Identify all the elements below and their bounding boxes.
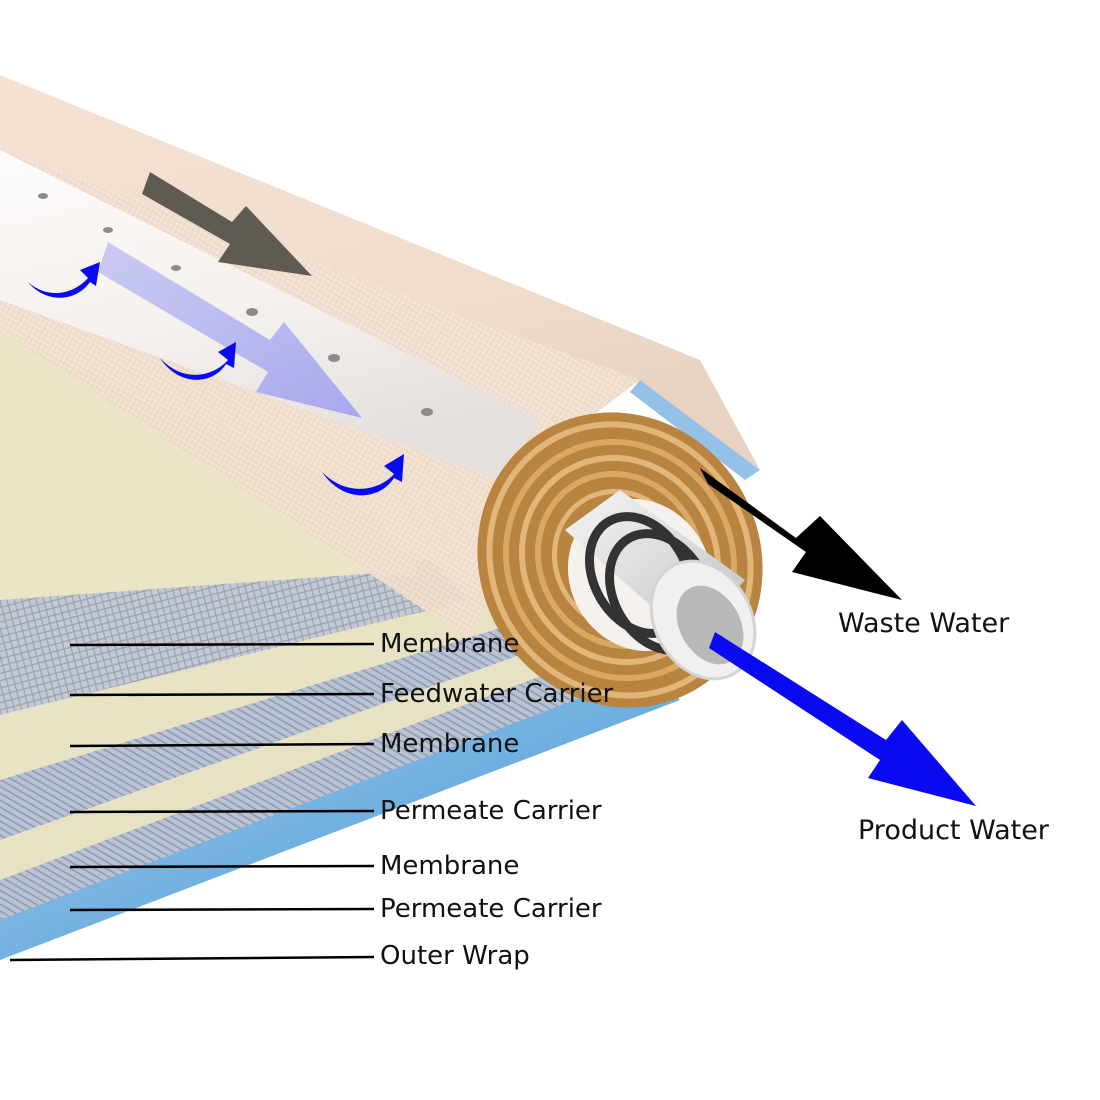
perforation-hole (103, 227, 113, 233)
output-labels: Waste Water Product Water (838, 608, 1050, 846)
permeate-carrier-sheet-1 (0, 600, 590, 840)
leader-line-membrane-2 (69, 742, 375, 748)
unrolled-layers (0, 330, 680, 960)
waste-water-arrow-icon (700, 468, 902, 600)
permeate-carrier-sheet-2 (0, 640, 640, 920)
layer-label-feedwater-carrier: Feedwater Carrier (380, 679, 614, 709)
leader-line-feedwater-carrier (69, 692, 375, 697)
layer-label-permeate-carrier-2: Permeate Carrier (380, 894, 602, 924)
tube-outer-shell (0, 75, 760, 470)
layer-labels: Membrane Feedwater Carrier Membrane Perm… (380, 629, 614, 971)
layer-label-membrane-1: Membrane (380, 629, 519, 659)
layer-label-membrane-3: Membrane (380, 851, 519, 881)
waste-water-label: Waste Water (838, 608, 1010, 639)
curved-flow-arrow-icon (322, 454, 404, 496)
layer-label-membrane-2: Membrane (380, 729, 519, 759)
tube-inner-core (0, 150, 540, 480)
perforation-hole (171, 265, 181, 271)
perforation-hole (38, 193, 48, 199)
perforation-hole (246, 308, 258, 316)
product-water-arrow-icon (709, 632, 976, 806)
product-water-label: Product Water (858, 815, 1050, 846)
feedwater-carrier-sheet (0, 560, 470, 715)
leader-line-permeate-carrier-2 (69, 907, 375, 912)
feed-flow-arrow-icon (142, 172, 312, 276)
permeate-core-arrow-icon (98, 242, 362, 418)
perforation-hole (328, 354, 340, 362)
leader-line-membrane-3 (69, 864, 375, 869)
layer-label-permeate-carrier-1: Permeate Carrier (380, 796, 602, 826)
tube-blue-edge (630, 380, 760, 480)
leader-line-outer-wrap (9, 955, 375, 962)
layer-label-outer-wrap: Outer Wrap (380, 941, 530, 971)
membrane-sheet-3 (0, 620, 610, 880)
leader-line-permeate-carrier-1 (69, 809, 375, 814)
flow-arrows (28, 172, 976, 806)
perforation-hole (421, 408, 433, 416)
curved-flow-arrow-icon (28, 262, 100, 298)
curved-flow-arrow-icon (160, 342, 236, 380)
leader-line-membrane-1 (69, 642, 375, 647)
perforations (38, 193, 433, 416)
leader-lines (9, 642, 375, 962)
